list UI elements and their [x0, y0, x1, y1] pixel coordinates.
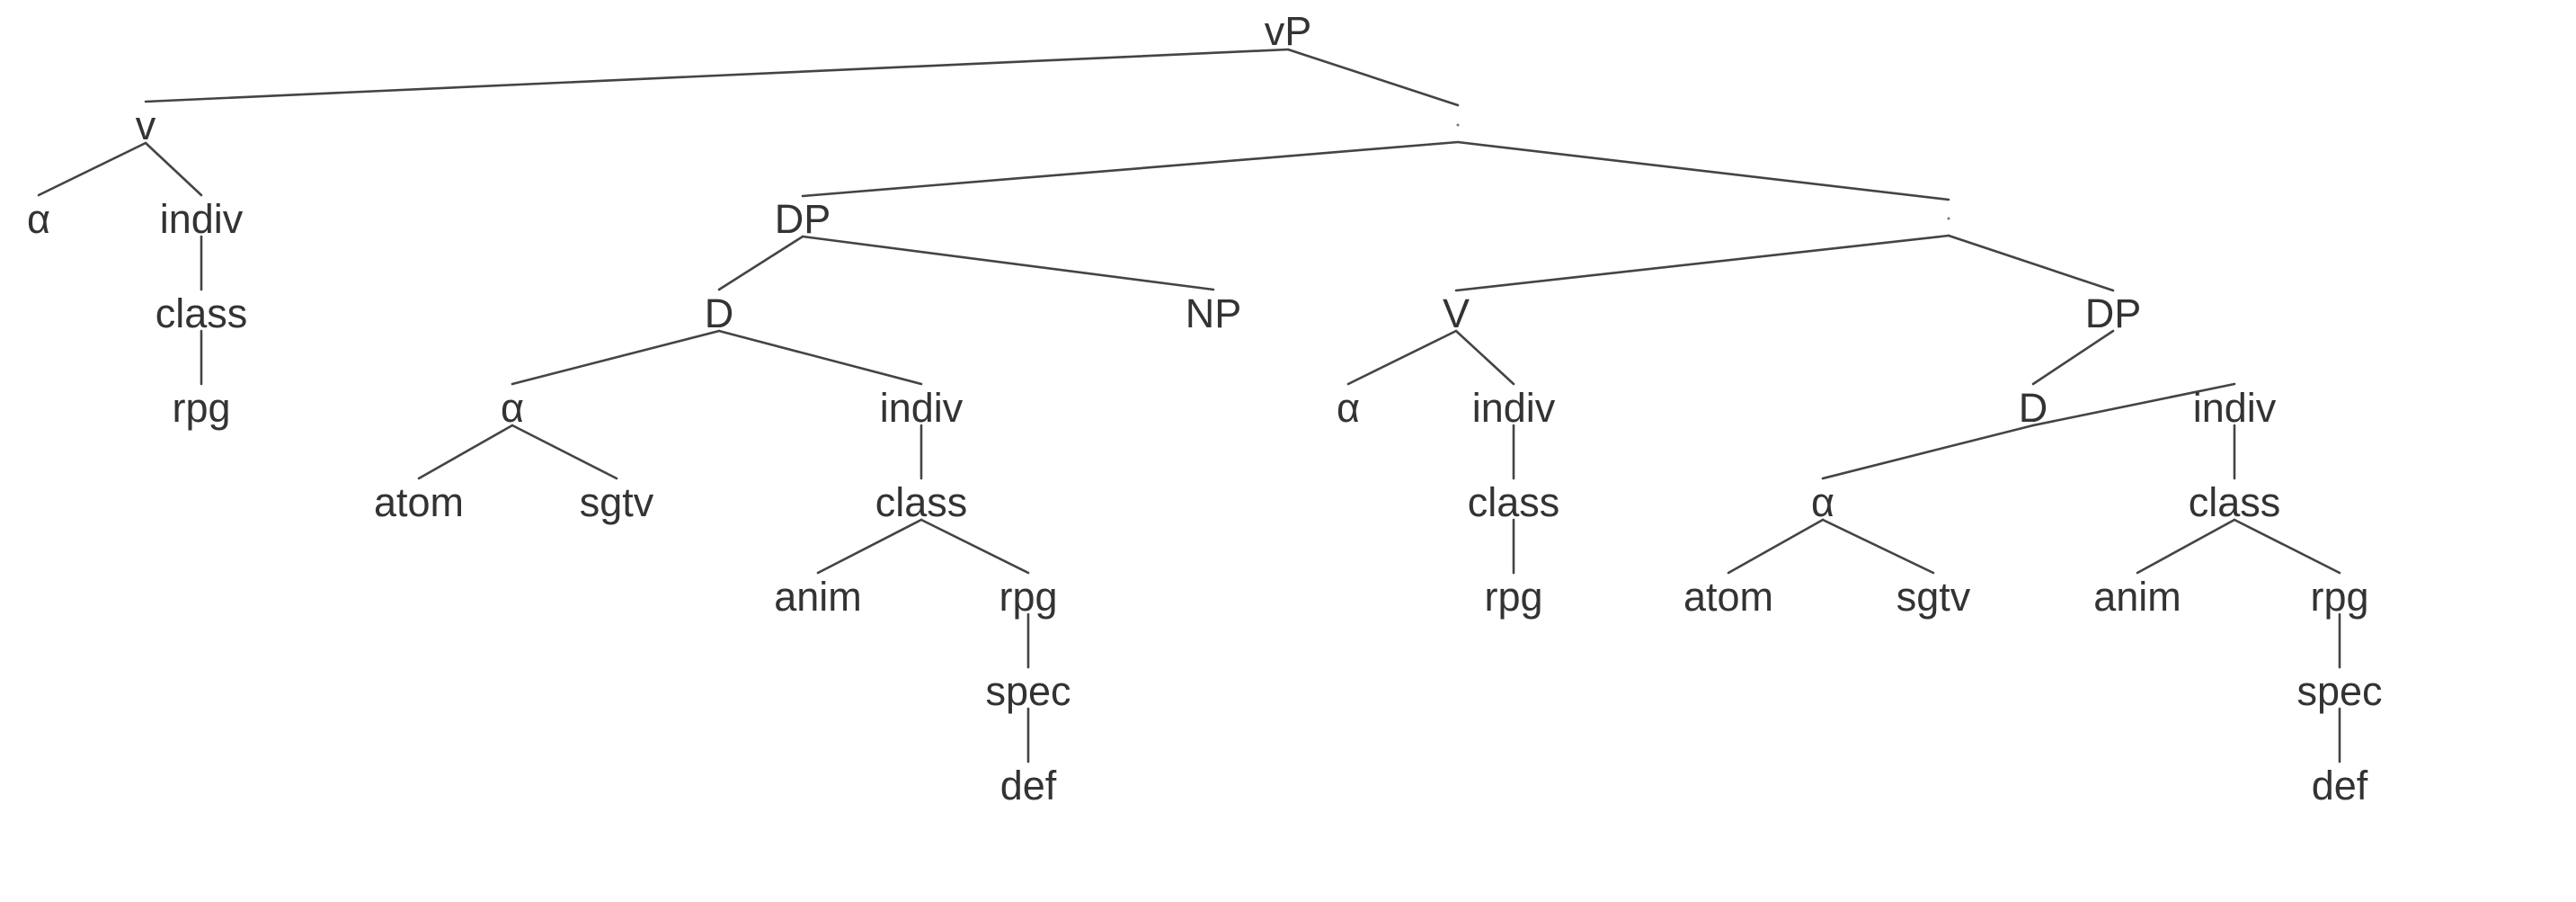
tree-edge	[1947, 234, 2115, 292]
tree-edge	[717, 329, 923, 386]
tree-edge	[717, 235, 804, 291]
tree-edge	[801, 140, 1460, 198]
tree-node-label: atom	[1683, 574, 1773, 620]
tree-node-label: α	[501, 385, 524, 431]
tree-edge	[801, 235, 1215, 291]
tree-node-label: DP	[2085, 290, 2142, 336]
tree-node-dot	[1456, 123, 1460, 127]
tree-node-label: α	[1337, 385, 1360, 431]
tree-node-label: DP	[775, 196, 831, 242]
tree-node-label: def	[1000, 763, 1057, 808]
tree-node-label: class	[1468, 479, 1560, 525]
tree-edge	[2136, 518, 2236, 575]
tree-node-label: α	[1811, 479, 1834, 525]
tree-edge	[919, 518, 1030, 575]
tree-node-label: V	[1443, 290, 1470, 336]
tree-edge	[1286, 48, 1460, 107]
tree-edge	[144, 141, 203, 197]
tree-node-label: indiv	[880, 385, 964, 431]
tree-node-label: rpg	[172, 385, 230, 431]
tree-edge	[1821, 424, 2035, 480]
tree-edge	[37, 141, 147, 197]
tree-node-label: v	[136, 103, 156, 148]
tree-node-label: D	[705, 290, 734, 336]
tree-node-label: def	[2312, 763, 2368, 808]
tree-node-label: indiv	[1472, 385, 1556, 431]
tree-edge	[1727, 518, 1825, 575]
tree-edge	[511, 329, 721, 386]
tree-node-label: atom	[374, 479, 464, 525]
tree-edge	[1454, 329, 1515, 386]
tree-node-label: vP	[1265, 8, 1312, 54]
tree-node-label: D	[2019, 385, 2048, 431]
tree-node-label: class	[875, 479, 968, 525]
tree-edge	[417, 424, 514, 480]
tree-node-label: anim	[2093, 574, 2181, 620]
tree-edges	[37, 48, 2341, 764]
tree-node-label: class	[2189, 479, 2281, 525]
tree-node-label: anim	[774, 574, 862, 620]
tree-edge	[511, 424, 618, 480]
tree-node-label: rpg	[1484, 574, 1542, 620]
tree-edge	[1456, 140, 1950, 201]
tree-edge	[816, 518, 923, 575]
tree-edge	[1346, 329, 1458, 386]
tree-node-label: spec	[985, 668, 1070, 714]
tree-edge	[1454, 234, 1950, 292]
tree-edge	[2031, 382, 2236, 427]
tree-node-label: sgtv	[580, 479, 654, 525]
tree-node-label: rpg	[2310, 574, 2368, 620]
tree-node-label: rpg	[999, 574, 1057, 620]
tree-edge	[144, 48, 1290, 103]
tree-node-label: indiv	[160, 196, 244, 242]
tree-edge	[1821, 518, 1935, 575]
tree-labels: vP v α indiv class rpg DP Dα atom sgtv indiv class a…	[27, 8, 2383, 808]
tree-node-label: α	[27, 196, 50, 242]
tree-node-label: spec	[2296, 668, 2382, 714]
tree-edge	[2031, 329, 2115, 386]
tree-node-label: class	[155, 290, 248, 336]
tree-node-label: NP	[1186, 290, 1242, 336]
tree-node-label: indiv	[2193, 385, 2277, 431]
tree-node-label: sgtv	[1896, 574, 1971, 620]
tree-edge	[2233, 518, 2341, 575]
tree-node-dot	[1947, 217, 1950, 220]
